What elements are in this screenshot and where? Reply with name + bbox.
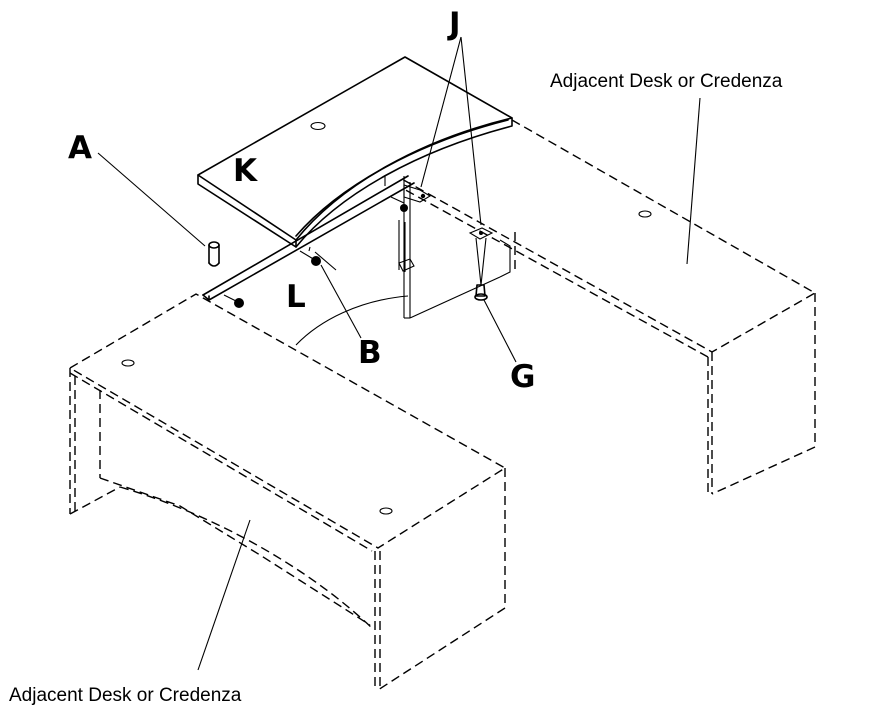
bracket-j-upper bbox=[390, 184, 432, 272]
bolt-b bbox=[223, 250, 321, 308]
grommet-hole bbox=[121, 359, 135, 367]
adjacent-desk-bottom-left bbox=[68, 293, 507, 691]
part-label-g: G bbox=[510, 359, 535, 395]
grommet-hole bbox=[379, 507, 393, 515]
grommet-hole bbox=[638, 210, 652, 218]
part-label-a: A bbox=[68, 130, 92, 166]
grommet-hole bbox=[310, 121, 326, 131]
adjacent-desk-label-top: Adjacent Desk or Credenza bbox=[550, 71, 783, 92]
part-label-k: K bbox=[233, 153, 258, 189]
part-label-l: L bbox=[286, 279, 306, 315]
support-rail-l bbox=[202, 175, 511, 346]
dowel-a bbox=[208, 241, 220, 267]
bracket-j-lower bbox=[468, 227, 494, 286]
adjacent-desk-top-right bbox=[399, 119, 817, 495]
curved-top-k bbox=[197, 56, 513, 248]
part-label-b: B bbox=[358, 335, 382, 371]
leveler-glide-g bbox=[474, 284, 488, 301]
adjacent-desk-label-bottom: Adjacent Desk or Credenza bbox=[9, 685, 242, 706]
leader-lines bbox=[97, 36, 701, 671]
part-label-j: J bbox=[447, 6, 461, 42]
